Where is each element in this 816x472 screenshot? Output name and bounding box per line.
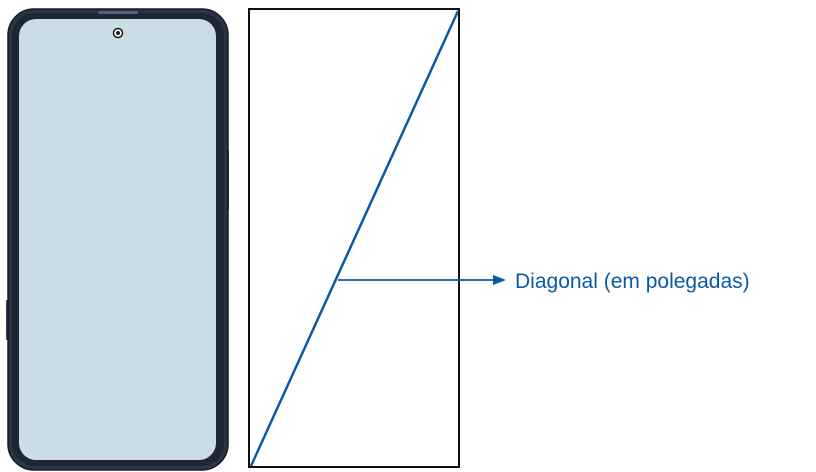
callout-label: Diagonal (em polegadas) [515,270,750,293]
smartphone-illustration [6,8,229,471]
phone-screen [19,19,216,460]
screen-outline-diagram [248,8,460,468]
phone-speaker [98,11,138,14]
diagonal-callout: Diagonal (em polegadas) [338,270,750,293]
diagonal-line [249,10,460,467]
front-camera-icon [112,27,124,39]
arrow-right-icon [493,275,506,285]
